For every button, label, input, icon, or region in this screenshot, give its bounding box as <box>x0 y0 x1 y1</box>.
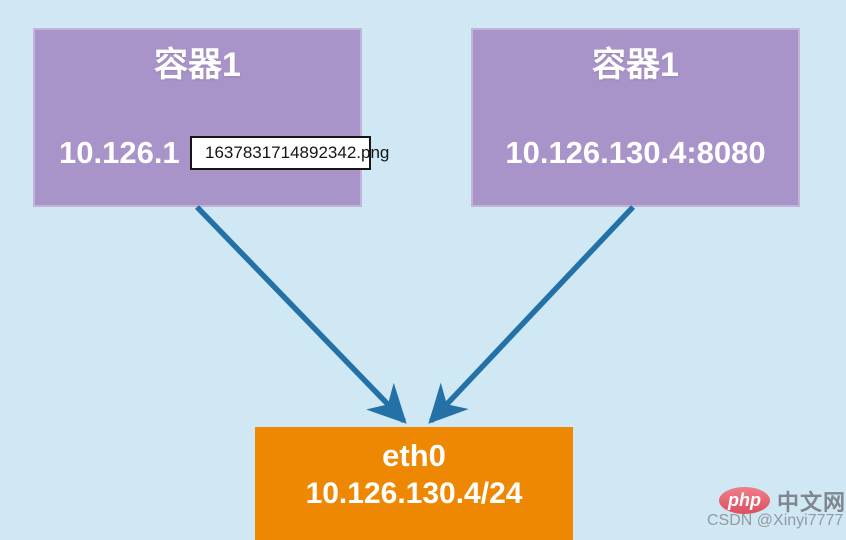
eth0-box: eth0 10.126.130.4/24 <box>255 427 573 540</box>
arrow-left-to-eth0 <box>195 205 407 424</box>
arrow-right-to-eth0 <box>428 205 635 424</box>
container1-ip: 10.126.1 <box>59 135 180 170</box>
container2-title: 容器1 <box>592 46 679 84</box>
php-logo: php <box>719 487 770 514</box>
csdn-credit-label: CSDN @Xinyi7777 <box>707 512 844 529</box>
container1-title: 容器1 <box>154 46 241 84</box>
container2-box: 容器1 10.126.130.4:8080 <box>471 28 800 207</box>
container1-box: 容器1 10.126.1 <box>33 28 362 207</box>
filename-tooltip: 1637831714892342.png <box>190 136 389 170</box>
container2-ip: 10.126.130.4:8080 <box>505 135 766 170</box>
site-name-label: 中文网 <box>777 489 846 515</box>
php-logo-text: php <box>728 489 761 510</box>
eth0-title: eth0 <box>382 438 446 473</box>
eth0-cidr: 10.126.130.4/24 <box>305 477 523 510</box>
